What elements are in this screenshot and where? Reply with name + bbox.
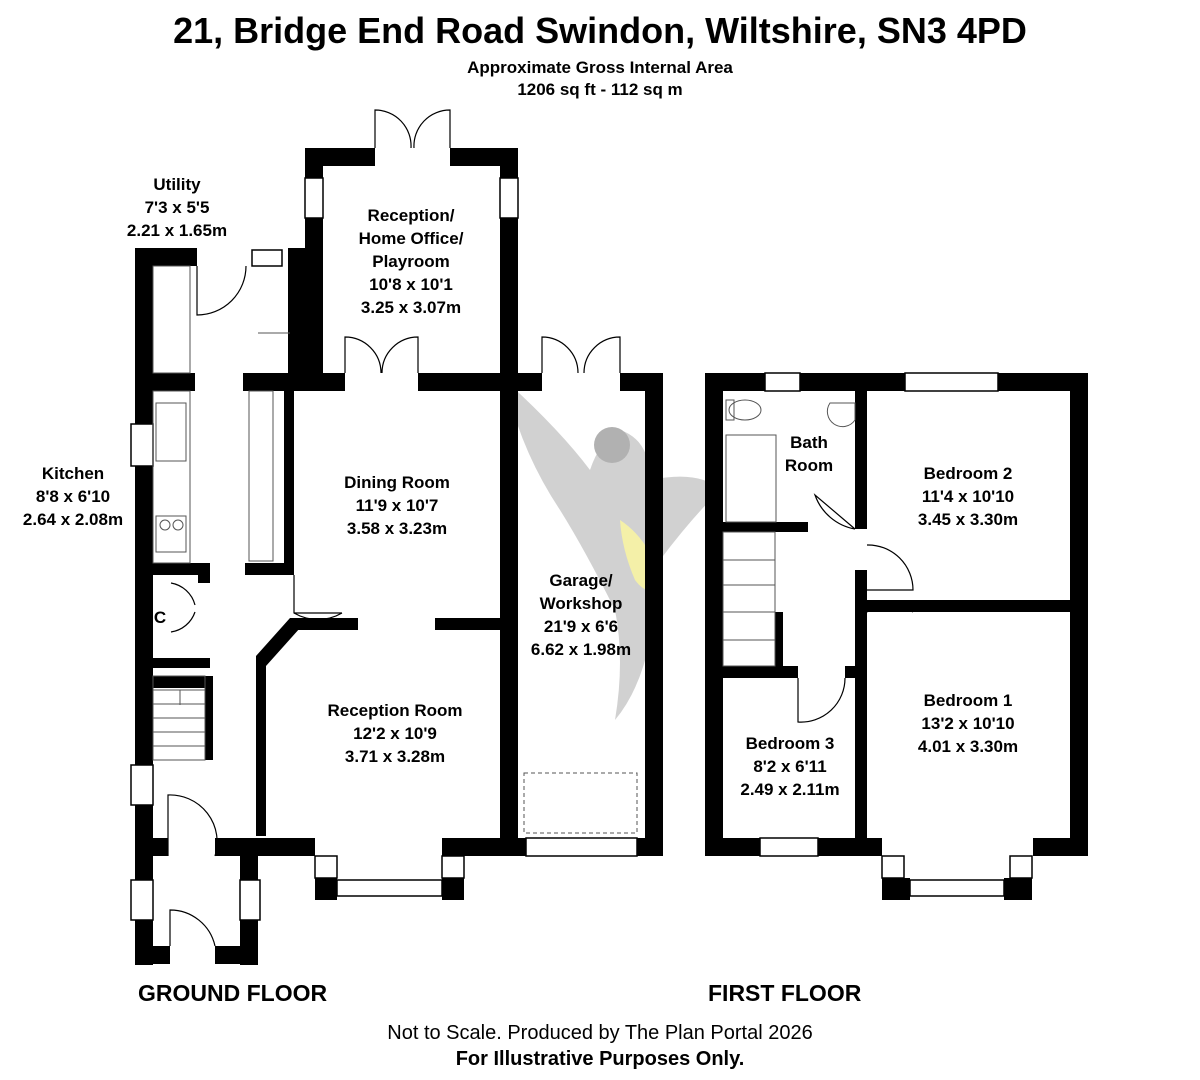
- bedroom1-imperial: 13'2 x 10'10: [921, 714, 1014, 733]
- first-floor-walls: [705, 373, 1088, 900]
- footer-disclaimer: For Illustrative Purposes Only.: [455, 1048, 745, 1070]
- reception-room-imperial: 12'2 x 10'9: [353, 724, 437, 743]
- kitchen-metric: 2.64 x 2.08m: [23, 510, 123, 529]
- utility-imperial: 7'3 x 5'5: [145, 198, 210, 217]
- ground-floor-windows: [130, 177, 638, 921]
- reception-room-name: Reception Room: [327, 701, 462, 720]
- utility-name: Utility: [153, 175, 201, 194]
- reception-office-name-3: Playroom: [372, 252, 449, 271]
- ground-floor-walls: [135, 148, 663, 965]
- reception-room-metric: 3.71 x 3.28m: [345, 747, 445, 766]
- reception-office-imperial: 10'8 x 10'1: [369, 275, 453, 294]
- first-floor-windows: [759, 372, 1033, 897]
- bathroom-name-2: Room: [785, 456, 833, 475]
- bedroom1-name: Bedroom 1: [924, 691, 1013, 710]
- ground-floor-doors: [167, 109, 621, 947]
- kitchen-name: Kitchen: [42, 464, 104, 483]
- dining-imperial: 11'9 x 10'7: [356, 496, 439, 515]
- dining-metric: 3.58 x 3.23m: [347, 519, 447, 538]
- reception-office-name-1: Reception/: [368, 206, 455, 225]
- bedroom2-metric: 3.45 x 3.30m: [918, 510, 1018, 529]
- dining-name: Dining Room: [344, 473, 450, 492]
- bedroom3-imperial: 8'2 x 6'11: [753, 757, 826, 776]
- bedroom3-name: Bedroom 3: [746, 734, 835, 753]
- bedroom2-imperial: 11'4 x 10'10: [922, 487, 1014, 506]
- room-labels: Utility 7'3 x 5'5 2.21 x 1.65m Reception…: [23, 175, 1018, 799]
- bathroom-name-1: Bath: [790, 433, 828, 452]
- utility-metric: 2.21 x 1.65m: [127, 221, 227, 240]
- reception-office-name-2: Home Office/: [359, 229, 464, 248]
- plan-title: 21, Bridge End Road Swindon, Wiltshire, …: [173, 10, 1027, 51]
- first-floor-doors: [797, 493, 914, 723]
- kitchen-imperial: 8'8 x 6'10: [36, 487, 110, 506]
- garage-metric: 6.62 x 1.98m: [531, 640, 631, 659]
- first-floor-fixtures: [722, 399, 856, 667]
- bedroom1-metric: 4.01 x 3.30m: [918, 737, 1018, 756]
- first-floor-label: FIRST FLOOR: [708, 980, 862, 1006]
- footer-note: Not to Scale. Produced by The Plan Porta…: [387, 1022, 813, 1044]
- ground-floor-fixtures: [152, 265, 638, 834]
- bird-watermark-icon: [505, 380, 720, 720]
- garage-imperial: 21'9 x 6'6: [544, 617, 618, 636]
- cupboard-label: C: [154, 608, 166, 627]
- ground-floor-label: GROUND FLOOR: [138, 980, 328, 1006]
- bedroom2-name: Bedroom 2: [924, 464, 1013, 483]
- garage-name-2: Workshop: [540, 594, 623, 613]
- area-heading: Approximate Gross Internal Area: [467, 58, 733, 77]
- reception-office-metric: 3.25 x 3.07m: [361, 298, 461, 317]
- area-value: 1206 sq ft - 112 sq m: [517, 80, 683, 99]
- garage-name-1: Garage/: [549, 571, 613, 590]
- bedroom3-metric: 2.49 x 2.11m: [740, 780, 839, 799]
